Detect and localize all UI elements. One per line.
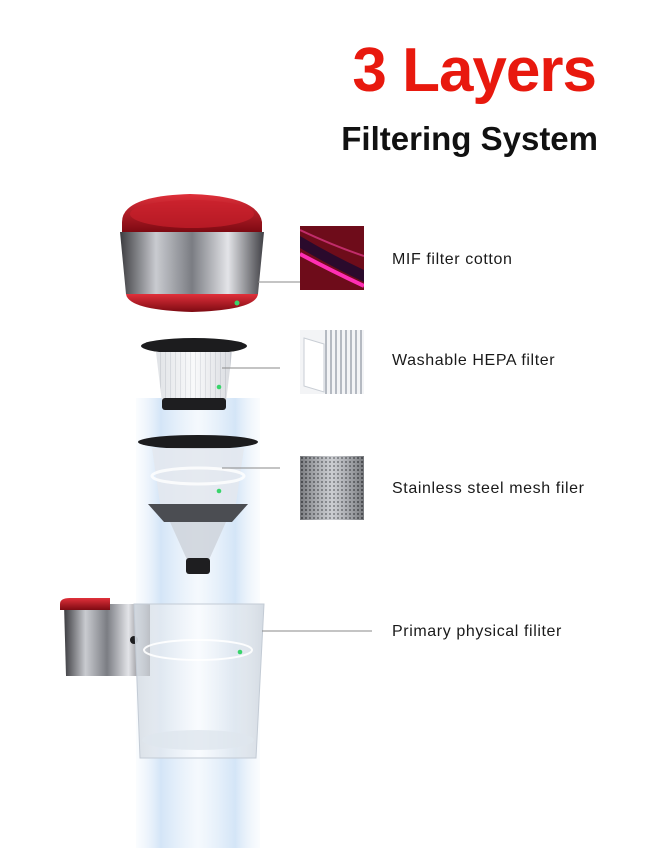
hepa-filter-thumbnail — [300, 330, 364, 394]
steel-mesh-cyclone-assembly — [138, 435, 258, 574]
hepa-filter-assembly — [141, 338, 247, 410]
layer-label-mesh: Stainless steel mesh filer — [392, 480, 585, 497]
mif-cotton-thumbnail — [300, 226, 364, 290]
headline-title: 3 Layers — [352, 36, 597, 105]
layer-label-mif: MIF filter cotton — [392, 251, 513, 268]
layer-label-primary: Primary physical filiter — [392, 623, 562, 640]
layer-label-hepa: Washable HEPA filter — [392, 352, 556, 369]
headline-subtitle: Filtering System — [341, 120, 598, 157]
steel-mesh-thumbnail — [300, 456, 364, 520]
top-cap-assembly — [120, 194, 264, 312]
dust-bin-assembly — [60, 598, 265, 759]
